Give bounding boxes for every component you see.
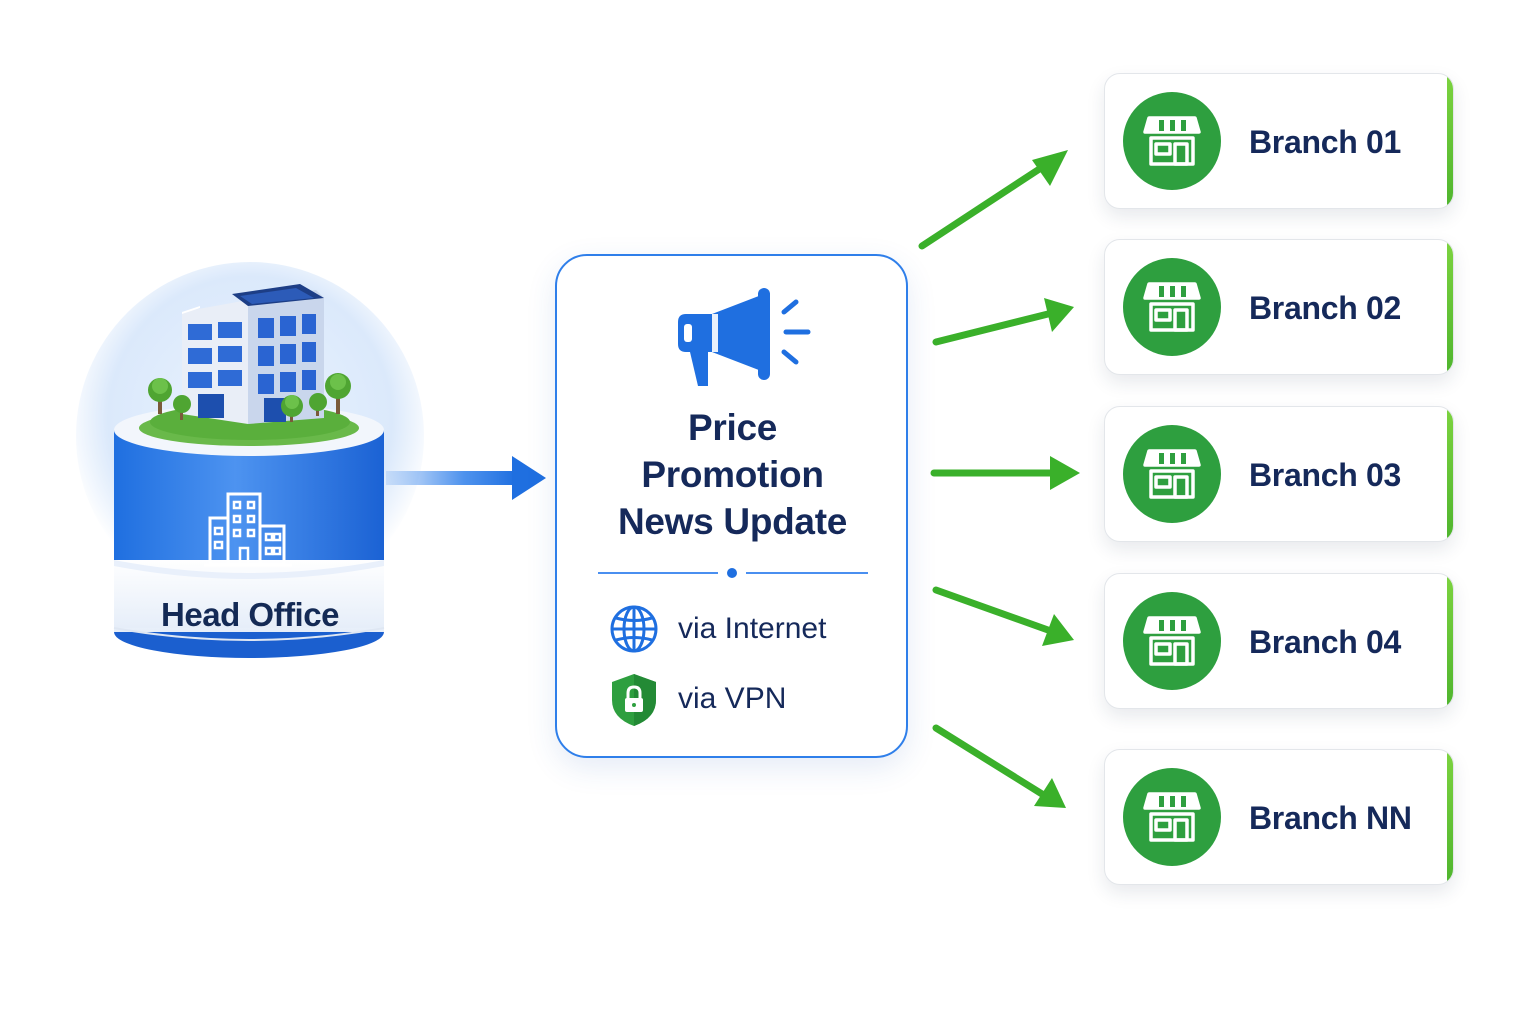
city-buildings-icon [204,492,292,567]
branch-label: Branch 02 [1249,290,1402,326]
megaphone-icon [678,288,811,386]
store-icon [1123,92,1221,190]
message-title-line-3: News Update [617,501,848,542]
shield-lock-icon [612,674,656,726]
branch-card-04: Branch 04 [1104,573,1454,709]
channel-vpn-label: via VPN [678,682,787,715]
store-icon [1123,768,1221,866]
branch-label: Branch NN [1249,800,1412,836]
branch-label: Branch 03 [1249,457,1402,493]
branch-label: Branch 01 [1249,124,1402,160]
arrow-to-branch-01 [918,150,1068,250]
store-icon [1123,258,1221,356]
arrow-to-branch-02 [932,298,1074,346]
arrow-to-branch-nn [932,724,1066,808]
office-building-icon [148,284,351,440]
arrow-to-branch-04 [932,586,1074,646]
branch-card-nn: Branch NN [1104,749,1454,885]
message-title-line-2: Promotion [641,454,824,495]
branch-card-03: Branch 03 [1104,406,1454,542]
store-icon [1123,592,1221,690]
store-icon [1123,425,1221,523]
arrow-to-branch-03 [930,456,1080,490]
channel-internet-label: via Internet [678,612,827,645]
branch-card-01: Branch 01 [1104,73,1454,209]
branch-card-02: Branch 02 [1104,239,1454,375]
divider [598,568,868,578]
head-office-label: Head Office [161,596,339,633]
branch-label: Branch 04 [1249,624,1402,660]
globe-icon [610,605,658,653]
message-title-line-1: Price [687,407,777,448]
